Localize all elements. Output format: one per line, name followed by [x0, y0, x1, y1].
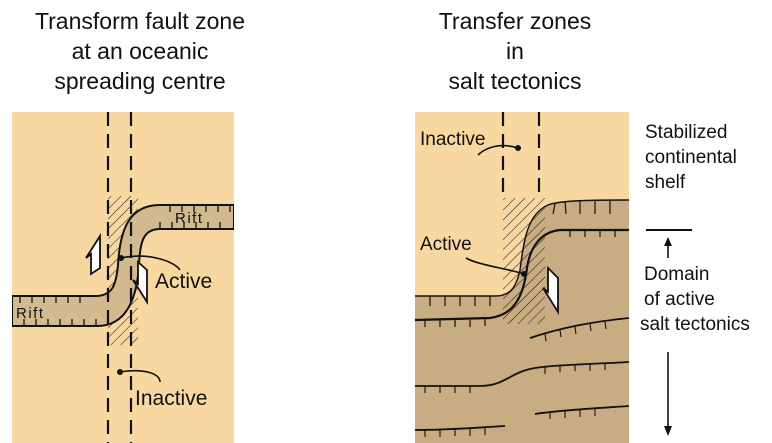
left-rift-right-label: Rift: [175, 210, 204, 227]
right-title: Transfer zones in salt tectonics: [438, 8, 592, 94]
right-growth-faults: [415, 317, 629, 431]
left-fault-dashes: [106, 112, 133, 443]
right-panel: Inactive Active: [415, 112, 629, 443]
half-arrow-down-icon: [132, 259, 148, 306]
left-active-label: Active: [155, 270, 212, 293]
right-growth-fault-ticks: [424, 321, 607, 437]
left-rift-band: [12, 204, 234, 327]
right-inactive-leader: [477, 144, 519, 156]
left-rift-left-label: Rift: [16, 305, 45, 322]
left-inactive-dot: [117, 369, 123, 375]
left-active-leader: [120, 255, 181, 271]
left-inactive-label: Inactive: [135, 387, 207, 410]
left-rift-ticks: [19, 205, 231, 326]
half-arrow-down-icon: [542, 265, 559, 316]
left-title: Transform fault zone at an oceanic sprea…: [34, 8, 246, 94]
right-shelf-edge: [415, 199, 629, 297]
right-active-fault: [415, 228, 629, 322]
right-fault-dashes: [501, 112, 541, 200]
domain-indicator: [646, 229, 692, 436]
right-active-leader: [465, 257, 525, 275]
right-inactive-label: Inactive: [420, 129, 485, 150]
domain-annotation: Domain of active salt tectonics: [640, 264, 750, 335]
shelf-annotation: Stabilized continental shelf: [645, 122, 737, 193]
right-shelf-ticks: [424, 200, 616, 327]
half-arrow-up-icon: [85, 232, 101, 276]
left-panel: Rift Rift Active Inactive: [12, 112, 234, 443]
right-active-dot: [521, 271, 527, 277]
right-hatch-zone: [503, 198, 545, 324]
left-active-dot: [118, 255, 124, 261]
right-active-label: Active: [420, 234, 472, 255]
right-inactive-dot: [515, 145, 521, 151]
left-inactive-leader: [119, 369, 161, 383]
